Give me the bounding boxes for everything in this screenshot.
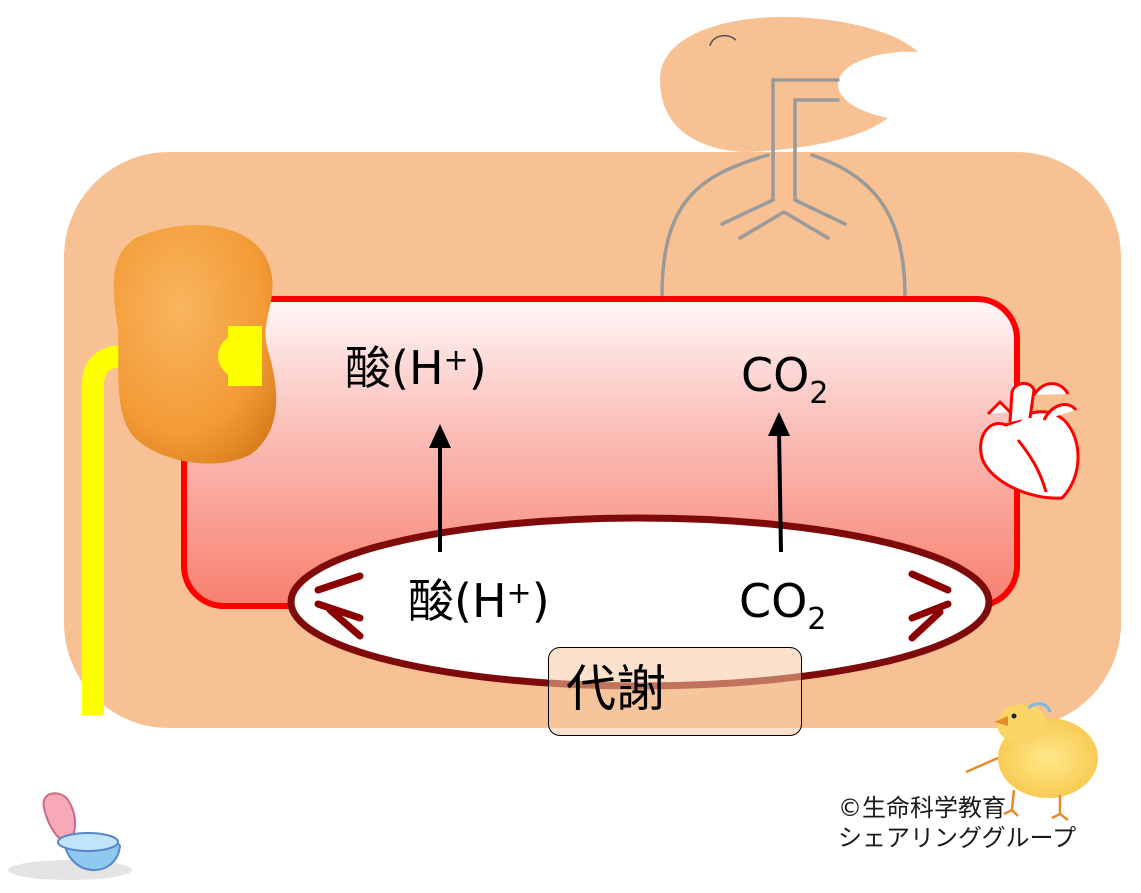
blood-co2-text: CO [741,348,810,402]
chick-icon [965,702,1098,821]
head-icon [660,16,918,152]
heart-icon [979,382,1080,500]
left-chevron-icon [314,572,364,640]
cell-acid-charge: + [506,576,532,611]
cell-acid-text: 酸(H [408,574,507,628]
metabolism-box [548,647,802,736]
blood-co2-label: CO2 [741,352,828,409]
acid-arrow [429,424,451,552]
cell-acid-label: 酸(H+) [408,578,550,624]
cell-co2-label: CO2 [739,578,826,635]
blood-co2-subscript: 2 [809,376,829,411]
blood-acid-label: 酸(H+) [345,345,487,391]
toilet-icon [8,792,132,880]
cell-acid-close: ) [531,574,550,628]
blood-acid-charge: + [443,343,469,378]
cell-co2-text: CO [739,574,808,628]
right-chevron-icon [908,570,952,642]
blood-acid-close: ) [468,341,487,395]
kidney-icon [113,224,277,464]
cell-co2-subscript: 2 [807,602,827,637]
metabolism-label: 代謝 [566,660,666,718]
lungs-icon [660,78,907,298]
co2-arrow [768,412,790,553]
credit-line-2: シェアリンググループ [838,824,1077,852]
credit-line-1: ©生命科学教育 [838,794,1006,822]
blood-acid-text: 酸(H [345,341,444,395]
